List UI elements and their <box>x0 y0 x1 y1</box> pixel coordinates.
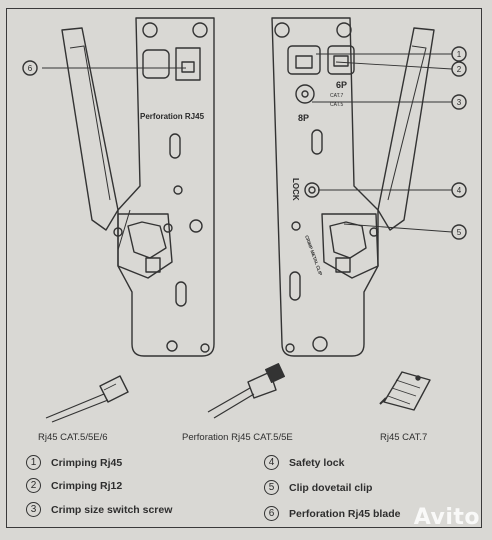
perforation-rj45-connector <box>207 362 286 419</box>
rj45-cat5-connector <box>45 375 129 423</box>
legend-item-2: 2 Crimping Rj12 <box>26 478 122 493</box>
legend-number: 2 <box>26 478 41 493</box>
callout-1: 1 <box>457 50 462 59</box>
callout-leaders <box>42 53 453 233</box>
callout-2: 2 <box>457 65 462 74</box>
avito-watermark: Avito <box>413 505 480 530</box>
legend-text: Clip dovetail clip <box>289 481 373 494</box>
legend-number: 5 <box>264 480 279 495</box>
legend-text: Perforation Rj45 blade <box>289 507 401 520</box>
callout-4: 4 <box>457 186 462 195</box>
crimp-clip-label: CRIMP METAL CLIP <box>304 235 323 276</box>
legend-text: Crimping Rj12 <box>51 479 123 492</box>
cat5-label: CAT.5 <box>330 102 343 108</box>
legend-text: Crimp size switch screw <box>51 503 173 516</box>
lock-label: LOCK <box>291 178 300 201</box>
right-tool-body <box>271 17 379 357</box>
caption-rj45-cat7: Rj45 CAT.7 <box>380 432 428 443</box>
legend-number: 1 <box>26 455 41 470</box>
cavity-8p-label: 8P <box>298 113 309 123</box>
legend-number: 4 <box>264 455 279 470</box>
callout-6: 6 <box>28 64 33 73</box>
left-tool-body <box>117 17 215 357</box>
legend-item-6: 6 Perforation Rj45 blade <box>264 506 400 521</box>
right-tool-handle <box>377 27 435 231</box>
diagram-frame <box>6 8 482 528</box>
right-tool-jaw <box>321 213 379 279</box>
caption-perforation-rj45: Perforation Rj45 CAT.5/5E <box>182 432 293 443</box>
cavity-6p-label: 6P <box>336 80 347 90</box>
legend-item-5: 5 Clip dovetail clip <box>264 480 372 495</box>
cat7-label: CAT.7 <box>330 93 343 99</box>
left-tool-handle <box>61 27 119 231</box>
callout-5: 5 <box>457 228 462 237</box>
rj45-cat7-connector <box>379 371 431 411</box>
legend-item-4: 4 Safety lock <box>264 455 344 470</box>
caption-rj45-cat5: Rj45 CAT.5/5E/6 <box>38 432 108 443</box>
legend-text: Crimping Rj45 <box>51 456 123 469</box>
legend-number: 6 <box>264 506 279 521</box>
legend-text: Safety lock <box>289 456 345 469</box>
legend-item-3: 3 Crimp size switch screw <box>26 502 172 517</box>
legend-number: 3 <box>26 502 41 517</box>
callout-3: 3 <box>457 98 462 107</box>
legend-item-1: 1 Crimping Rj45 <box>26 455 122 470</box>
callout-circles <box>22 46 467 240</box>
left-crimping-tool <box>61 17 215 357</box>
right-crimping-tool <box>271 17 435 357</box>
left-tool-label: Perforation RJ45 <box>140 112 205 121</box>
